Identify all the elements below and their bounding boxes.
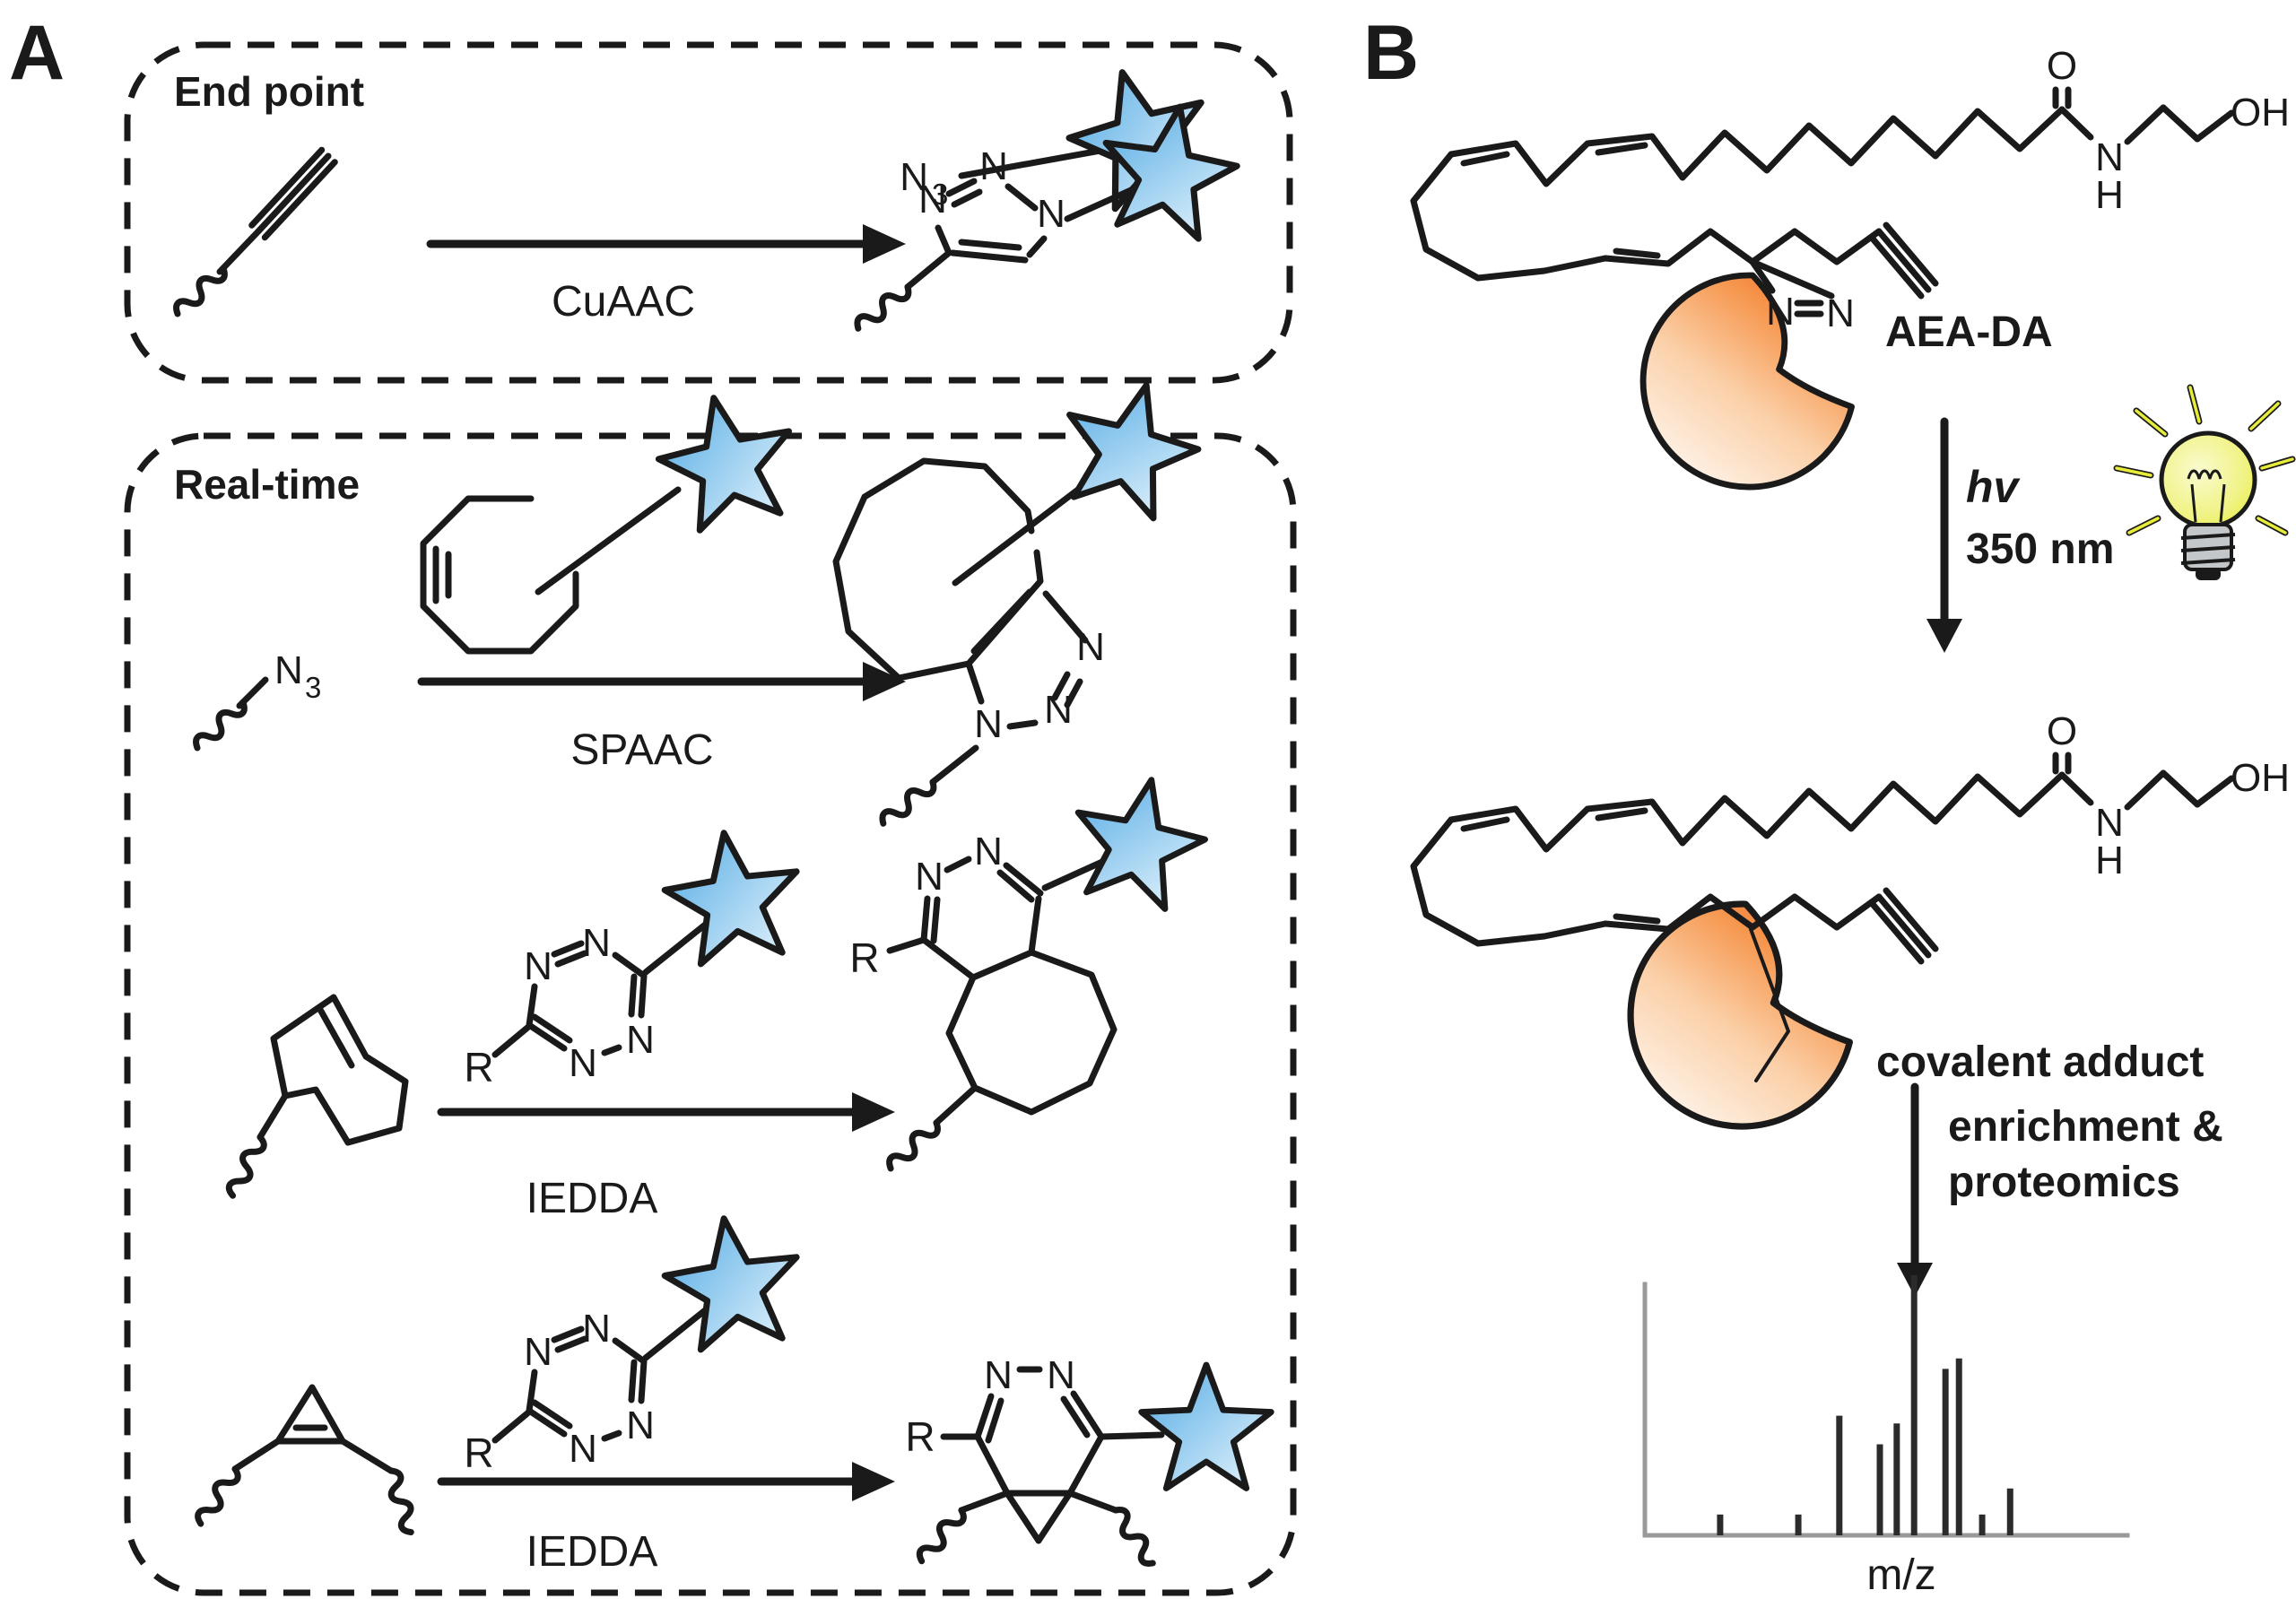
amide-n-label: N <box>2095 801 2124 845</box>
iedda-label: IEDDA <box>526 1175 658 1222</box>
wavelength-label: 350 nm <box>1966 526 2114 573</box>
azide-3-subscript: 3 <box>305 671 321 704</box>
covalent-adduct: O N H OH covalent adduct <box>1410 709 2290 1144</box>
cyclooctyne-star-reagent <box>420 384 805 655</box>
fluorophore-star-icon <box>1049 368 1211 525</box>
fluorophore-star-icon <box>1142 1365 1272 1488</box>
workflow-label-line2: proteomics <box>1948 1159 2180 1206</box>
hydroxyl-label: OH <box>2231 756 2290 800</box>
tetrazine-n-label: N <box>524 944 552 988</box>
reaction-spaac: N 3 SPAAC N N N <box>192 368 1211 829</box>
r-group-label: R <box>464 1430 493 1476</box>
panel-b: B O N H <box>1363 10 2296 1599</box>
cyclopropene-reactant <box>195 1384 418 1534</box>
spaac-label: SPAAC <box>570 726 713 774</box>
azide-n-label: N <box>900 155 928 199</box>
enrichment-step: enrichment & proteomics <box>1897 1082 2223 1297</box>
azide-n-label: N <box>274 648 303 692</box>
amide-h-label: H <box>2095 173 2124 217</box>
endpoint-dashed-box <box>124 41 1293 384</box>
mass-spectrum: m/z <box>1642 1275 2130 1599</box>
light-bulb-icon <box>2113 384 2296 580</box>
spaac-arrow <box>417 662 906 701</box>
reaction-cuaac: N 3 CuAAC N N N <box>172 55 1245 335</box>
bulb-glass <box>2159 430 2257 529</box>
diazirine-group: N N <box>1749 258 1855 335</box>
endpoint-box-title: End point <box>174 68 364 115</box>
tetrazine-n-label: N <box>582 921 611 965</box>
alkyne-reactant <box>172 146 338 319</box>
amide-n-label: N <box>2095 135 2124 179</box>
aea-da-probe: O N H OH N N AEA-DA <box>1410 44 2290 504</box>
tetrazine-bonds <box>491 918 712 1058</box>
spectrum-axes <box>1642 1282 2130 1538</box>
spaac-product: N N N <box>832 368 1211 829</box>
panel-b-label: B <box>1363 10 1419 96</box>
triazole-product: N N N <box>854 95 1246 334</box>
bulb-contact <box>2196 568 2221 580</box>
tetrazine-n-label: N <box>626 1018 655 1062</box>
panel-a-label: A <box>9 10 65 96</box>
realtime-dashed-box <box>124 432 1297 1596</box>
tetrazine-n-label: N <box>582 1307 611 1351</box>
spaac-product-bonds <box>929 590 1089 786</box>
carbonyl-o-label: O <box>2047 44 2077 88</box>
tetrazine-n-label: N <box>569 1041 597 1085</box>
cuaac-arrow <box>426 224 906 264</box>
tetrazine-n-label: N <box>524 1330 552 1374</box>
iedda-arrow <box>437 1462 895 1501</box>
adduct-structure: O N H OH <box>1410 709 2290 1082</box>
azide-3-subscript: 3 <box>932 178 948 211</box>
cuaac-label: CuAAC <box>552 278 695 326</box>
diazirine-n-label: N <box>1766 290 1795 334</box>
pyridazine-n-label: N <box>1047 1353 1075 1397</box>
reaction-iedda-tco: N N N N R <box>226 767 1214 1222</box>
fluorophore-star-icon <box>1063 767 1215 915</box>
reaction-iedda-cyclopropene: N N N N R <box>195 1209 1271 1576</box>
pyridazine-n-label: N <box>984 1353 1013 1397</box>
workflow-label-line1: enrichment & <box>1948 1103 2223 1151</box>
tetrazine-bonds <box>491 1304 712 1444</box>
tetrazine-n-label: N <box>626 1403 655 1447</box>
iedda-tco-product: N N R <box>849 767 1214 1174</box>
tco-reactant <box>226 994 409 1199</box>
triazole-n-label: N <box>918 178 947 222</box>
realtime-box-title: Real-time <box>174 461 360 508</box>
probe-name-label: AEA-DA <box>1885 309 2053 356</box>
triazole-n-label: N <box>979 144 1008 188</box>
r-group-label: R <box>464 1044 493 1091</box>
tetrazine-star-reagent: N N N N R <box>464 823 807 1091</box>
spectrum-peaks <box>1717 1275 2013 1535</box>
bulb-filament <box>2187 469 2222 480</box>
adduct-label: covalent adduct <box>1876 1038 2204 1086</box>
diazirine-n-label: N <box>1826 291 1855 335</box>
azide-reactant: N 3 <box>192 648 321 753</box>
fluorophore-star-icon <box>648 384 804 535</box>
triazole-n-label: N <box>1037 192 1065 236</box>
hv-label: hv <box>1966 462 2022 512</box>
panel-a: A End point N 3 CuAAC <box>9 10 1297 1596</box>
aea-da-structure: O N H OH N N <box>1410 44 2290 335</box>
covalent-bond-to-protein <box>1749 927 1791 1082</box>
tetrazine-star-reagent: N N N N R <box>464 1209 807 1476</box>
spectrum-xlabel: m/z <box>1866 1551 1935 1599</box>
pyridazine-n-label: N <box>915 855 944 899</box>
amide-h-label: H <box>2095 839 2124 882</box>
r-group-label: R <box>849 934 879 981</box>
hydroxyl-label: OH <box>2231 91 2290 135</box>
r-group-label: R <box>905 1413 935 1460</box>
iedda-cyclopropene-product: N N R <box>905 1353 1271 1568</box>
tetrazine-n-label: N <box>569 1427 597 1471</box>
triazole-bonds <box>904 178 1143 291</box>
bulb-rays <box>2113 384 2296 536</box>
iedda-arrow <box>437 1092 895 1132</box>
pyridazine-n-label: N <box>974 830 1003 873</box>
carbonyl-o-label: O <box>2047 709 2077 753</box>
product-bonds <box>940 1366 1165 1544</box>
photolysis-step: hv 350 nm <box>1926 384 2296 653</box>
iedda-label: IEDDA <box>526 1528 658 1576</box>
product-bonds <box>886 854 1116 1126</box>
triazole-n-label: N <box>974 702 1003 746</box>
azide-star-reagent: N 3 <box>900 55 1222 215</box>
